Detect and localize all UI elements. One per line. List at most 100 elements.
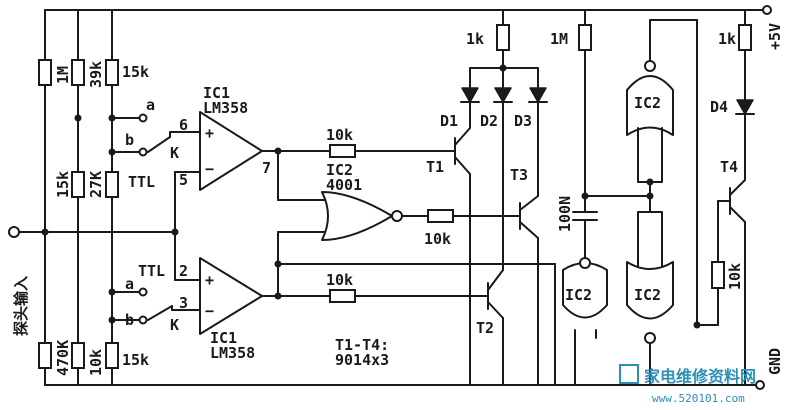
- label-k-bottom: K: [170, 316, 179, 334]
- label-pin-a-top: a: [146, 96, 155, 114]
- switch-top-b[interactable]: [138, 147, 148, 157]
- label-r-1m-osc: 1M: [550, 30, 568, 48]
- led-driver-section: [454, 9, 548, 386]
- label-r-1m: 1M: [54, 66, 72, 84]
- label-ic1-top-part: LM358: [203, 99, 248, 117]
- label-ic1-bottom-name: IC1: [210, 329, 237, 347]
- probe-input-terminal[interactable]: [8, 226, 20, 238]
- label-pin-5: 5: [179, 171, 188, 189]
- ground-terminal[interactable]: [755, 380, 765, 390]
- label-r-15k-bottom: 15k: [122, 351, 149, 369]
- label-r-27k: 27K: [87, 171, 105, 198]
- label-ic2-gate-top: IC2: [634, 94, 661, 112]
- label-r-1k-d4: 1k: [718, 30, 736, 48]
- ic2-gate-top: [626, 75, 674, 136]
- label-pin-b-bottom: b: [125, 311, 134, 329]
- label-d4: D4: [710, 98, 728, 116]
- resistor-470k: [38, 342, 52, 369]
- divider-network: [38, 59, 119, 369]
- label-ic2-nor-part: 4001: [326, 176, 362, 194]
- label-plus-bottom: +: [205, 271, 214, 289]
- ground-rail: [44, 367, 756, 386]
- resistor-15k-mid: [71, 171, 85, 198]
- label-t3: T3: [510, 166, 528, 184]
- bottom-selector-switch: [111, 287, 201, 325]
- label-ttl-bottom: TTL: [138, 262, 165, 280]
- diode-d1: [461, 87, 479, 103]
- diode-d2: [494, 87, 512, 103]
- opamp-ic1-bottom: [174, 231, 282, 335]
- resistor-10k-bottom: [71, 342, 85, 369]
- label-ttl-top: TTL: [128, 173, 155, 191]
- opamp-ic1-top: [171, 111, 282, 236]
- label-t1: T1: [426, 158, 444, 176]
- transistor-t2: [487, 269, 504, 386]
- label-r-39k: 39k: [87, 61, 105, 88]
- label-r-10k-t2: 10k: [326, 271, 353, 289]
- label-t4: T4: [720, 158, 738, 176]
- ic2-gate-bottom: [626, 261, 674, 320]
- label-d2: D2: [480, 112, 498, 130]
- label-r-10k-t3: 10k: [424, 230, 451, 248]
- label-r-10k-t4: 10k: [726, 263, 744, 290]
- label-ic2-gate-bottom: IC2: [634, 286, 661, 304]
- resistor-15k-top: [105, 59, 119, 86]
- label-ic1-top-name: IC1: [203, 84, 230, 102]
- label-transistor-note-1: T1-T4:: [335, 336, 389, 354]
- resistor-15k-bottom: [105, 342, 119, 369]
- switch-bottom-b[interactable]: [138, 315, 148, 325]
- supply-terminal[interactable]: [762, 5, 772, 15]
- label-r-15k-mid: 15k: [54, 171, 72, 198]
- label-r-1k-leds: 1k: [466, 30, 484, 48]
- label-pin-6: 6: [179, 116, 188, 134]
- label-ic2-gate-left: IC2: [565, 286, 592, 304]
- label-pin-a-bottom: a: [125, 275, 134, 293]
- switch-bottom-a[interactable]: [138, 287, 148, 297]
- label-pin-3: 3: [179, 294, 188, 312]
- transistor-t3: [519, 195, 539, 386]
- ic2-gate-left: [562, 262, 608, 319]
- diode-d4: [736, 99, 754, 115]
- probe-input-label: 探头输入: [12, 276, 30, 336]
- resistor-1k-leds: [496, 24, 510, 51]
- switch-top-a[interactable]: [138, 113, 148, 123]
- label-minus-bottom: −: [205, 302, 214, 320]
- watermark-url: www.520101.com: [652, 392, 745, 405]
- label-k-top: K: [170, 144, 179, 162]
- label-r-15k-top: 15k: [122, 63, 149, 81]
- resistor-39k: [71, 59, 85, 86]
- label-ic2-nor-name: IC2: [326, 161, 353, 179]
- resistor-1k-d4: [738, 24, 752, 51]
- label-gnd: GND: [766, 348, 784, 375]
- resistor-10k-t2: [329, 289, 356, 303]
- output-driver-section: [711, 5, 772, 390]
- resistor-10k-t3: [427, 209, 454, 223]
- resistor-10k-t4: [711, 261, 725, 289]
- label-r-470k: 470K: [54, 340, 72, 376]
- label-plus-top: +: [205, 124, 214, 142]
- component-labels: 1M 39k 15k 15k 27K TTL 470K 10k 15k a b …: [54, 23, 784, 376]
- resistor-1m-osc: [578, 24, 592, 51]
- resistor-1m: [38, 59, 52, 86]
- watermark: 家电维修资料网 www.520101.com: [619, 364, 756, 405]
- label-cap-100n: 100N: [556, 196, 574, 232]
- label-minus-top: −: [205, 160, 214, 178]
- label-pin-7: 7: [262, 159, 271, 177]
- label-transistor-note-2: 9014x3: [335, 351, 389, 369]
- probe-input: 探头输入: [8, 226, 176, 336]
- nor-gate-ic2: [274, 144, 556, 386]
- transistor-t4: [717, 179, 746, 386]
- label-pin-b-top: b: [125, 131, 134, 149]
- label-d1: D1: [440, 112, 458, 130]
- top-selector-switch: [111, 113, 201, 157]
- resistor-10k-t1: [329, 144, 356, 158]
- watermark-text: 家电维修资料网: [644, 367, 756, 386]
- label-pin-2: 2: [179, 262, 188, 280]
- supply-rail: [44, 9, 756, 61]
- label-r-10k-bottom: 10k: [87, 349, 105, 376]
- label-r-10k-t1: 10k: [326, 126, 353, 144]
- label-t2: T2: [476, 319, 494, 337]
- diode-d3: [529, 87, 547, 103]
- oscillator-section: [562, 9, 719, 386]
